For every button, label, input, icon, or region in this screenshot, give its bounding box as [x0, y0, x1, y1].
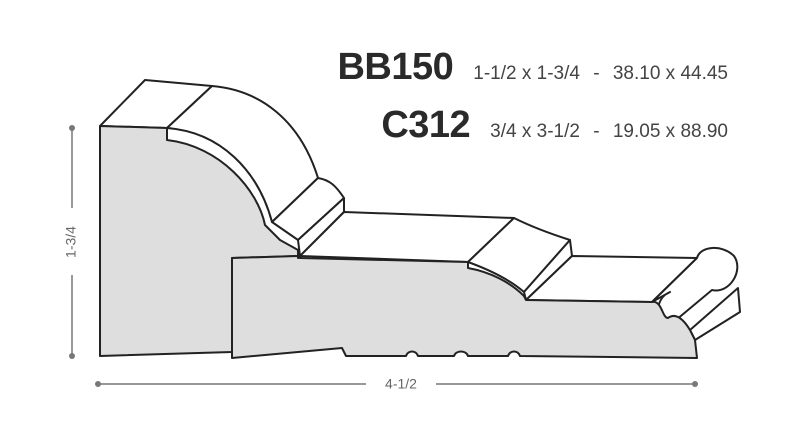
profile-row-c312: C312 3/4 x 3-1/2 - 19.05 x 88.90 — [381, 104, 732, 147]
profile-row-bb150: BB150 1-1/2 x 1-3/4 - 38.10 x 44.45 — [337, 46, 732, 89]
height-dimension — [69, 125, 75, 359]
metric-size: 19.05 x 88.90 — [612, 121, 728, 142]
width-dimension — [95, 381, 698, 387]
c312-profile — [231, 177, 741, 359]
imperial-size: 1-1/2 x 1-3/4 — [473, 63, 580, 84]
metric-size: 38.10 x 44.45 — [612, 63, 728, 84]
imperial-size: 3/4 x 3-1/2 — [490, 121, 580, 142]
profile-code: BB150 — [337, 46, 454, 88]
profile-code: C312 — [381, 104, 471, 146]
separator: - — [593, 63, 600, 84]
profile-dimensions: 3/4 x 3-1/2 - 19.05 x 88.90 — [486, 121, 732, 143]
bb150-profile — [99, 79, 319, 357]
profile-dimensions: 1-1/2 x 1-3/4 - 38.10 x 44.45 — [469, 63, 732, 85]
separator: - — [593, 121, 600, 142]
height-label: 1-3/4 — [63, 226, 79, 258]
width-label: 4-1/2 — [385, 376, 417, 392]
